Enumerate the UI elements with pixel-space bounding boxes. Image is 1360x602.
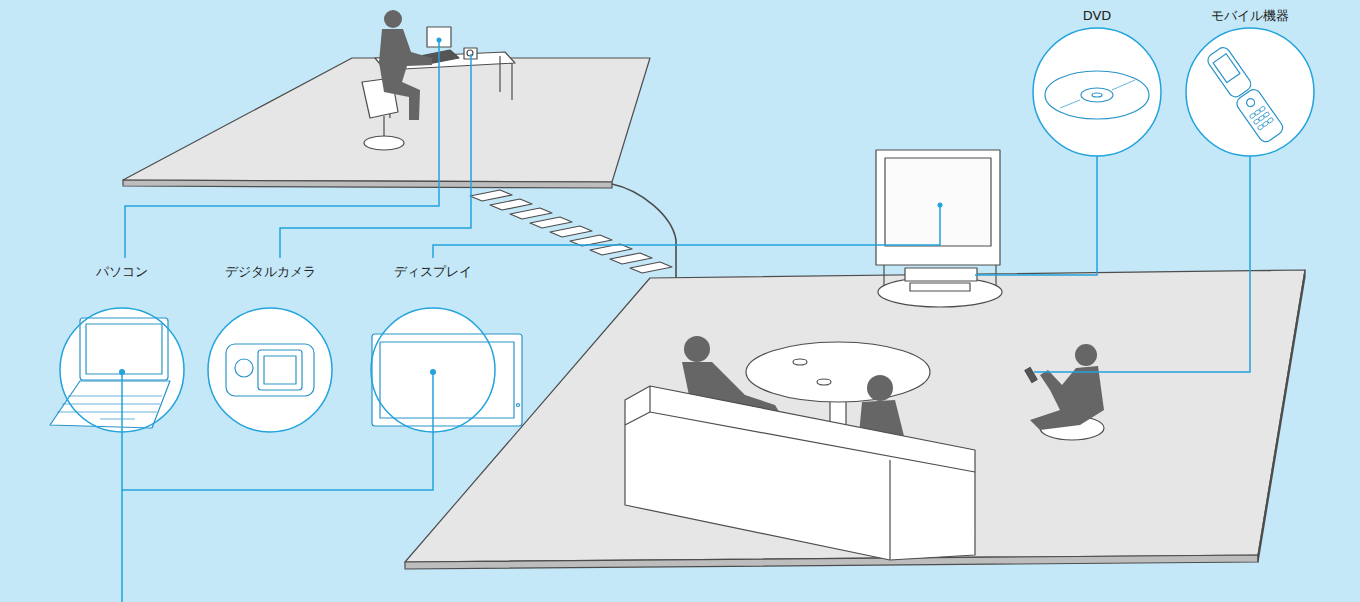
device-circle: デジタルカメラ [208,264,332,432]
circle-outline [370,307,496,433]
circle-outline [207,307,333,433]
circle-border [371,308,495,432]
circle-border [208,308,332,432]
device-label: モバイル機器 [1186,8,1314,24]
device-label: パソコン [60,264,184,280]
device-label: デジタルカメラ [208,264,332,280]
circle-border [1033,28,1161,156]
device-circle: モバイル機器 [1186,8,1314,156]
connector-line [122,432,433,490]
device-circle: ディスプレイ [371,264,495,432]
device-label: DVD [1033,8,1161,24]
device-circle: DVD [1033,8,1161,156]
circle-border [1186,28,1314,156]
device-label: ディスプレイ [371,264,495,280]
device-circle: パソコン [60,264,184,432]
circle-outline [1185,27,1315,157]
circle-outline [1032,27,1162,157]
circle-outline [59,307,185,433]
circle-border [60,308,184,432]
